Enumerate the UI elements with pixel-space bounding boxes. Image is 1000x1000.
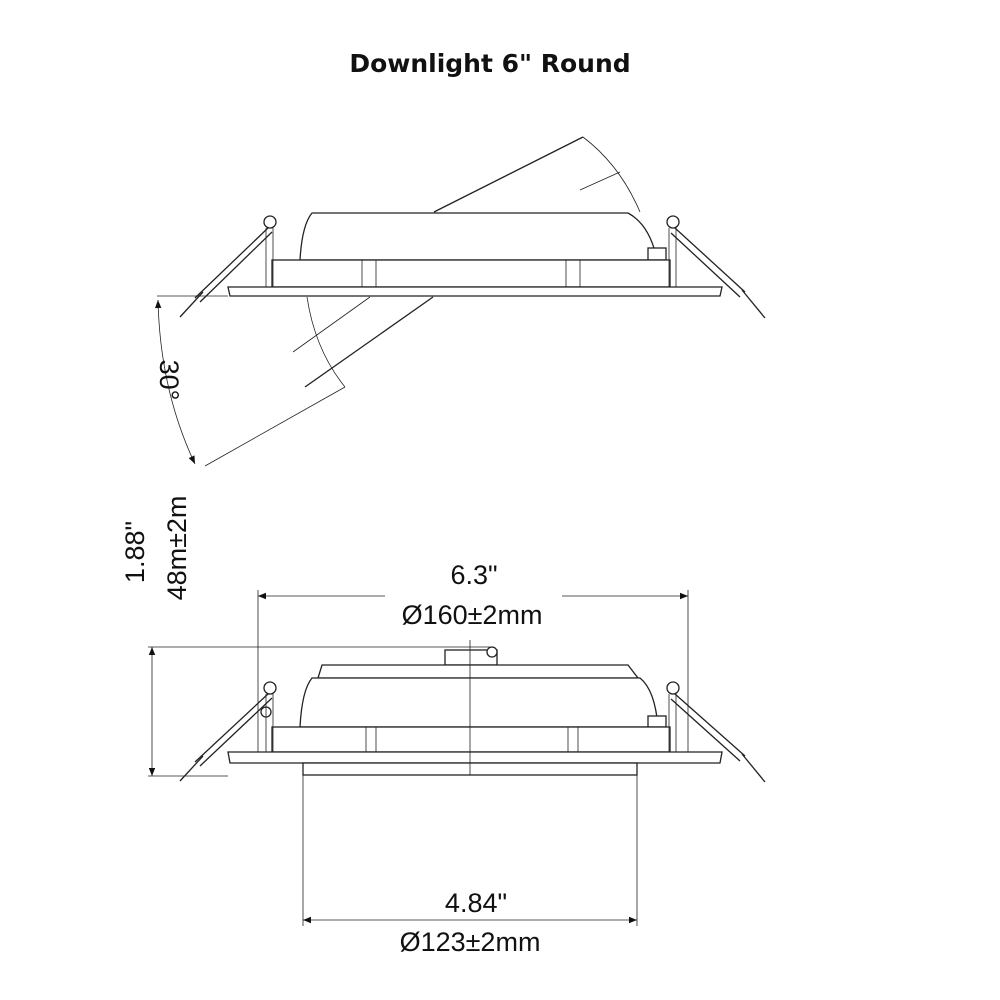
tab bbox=[647, 715, 667, 728]
dome-top bbox=[317, 664, 640, 679]
cap-knob bbox=[486, 646, 498, 658]
tilted-body-arc-top bbox=[582, 136, 641, 213]
spring-clip-left bbox=[179, 215, 277, 318]
dome bbox=[299, 212, 658, 261]
height-in: 1.88" bbox=[120, 521, 150, 583]
outer-diameter-in: 6.3" bbox=[450, 560, 497, 590]
tab bbox=[647, 247, 667, 261]
angle-extension-line bbox=[204, 386, 346, 467]
drawing-title: Downlight 6" Round bbox=[349, 49, 630, 78]
tilted-view: 30° bbox=[154, 136, 766, 467]
spring-clip-right bbox=[666, 681, 766, 783]
side-view: 6.3" Ø160±2mm 1.88" 48m±2m 4.84" Ø123±2m… bbox=[120, 496, 766, 957]
dome bbox=[299, 677, 659, 728]
height-mm: 48m±2m bbox=[162, 496, 192, 601]
housing-body bbox=[271, 726, 671, 753]
angle-dimension-arc bbox=[154, 299, 196, 465]
outer-diameter-mm: Ø160±2mm bbox=[402, 600, 543, 630]
cutout-diameter-in: 4.84" bbox=[445, 888, 507, 918]
cutout-diameter-mm: Ø123±2mm bbox=[400, 927, 541, 957]
tilt-angle-label: 30° bbox=[154, 360, 184, 401]
flange bbox=[227, 751, 723, 764]
flange bbox=[227, 286, 723, 297]
tilted-body-line bbox=[292, 296, 371, 353]
housing-body bbox=[271, 259, 671, 288]
tilted-body-top-edge bbox=[433, 136, 584, 213]
spring-clip-left bbox=[179, 681, 277, 782]
tilted-body-arc-bottom bbox=[306, 296, 346, 388]
tilted-body-line bbox=[579, 171, 621, 191]
tilted-body-lower-edge bbox=[304, 296, 434, 388]
spring-clip-right bbox=[666, 215, 766, 319]
